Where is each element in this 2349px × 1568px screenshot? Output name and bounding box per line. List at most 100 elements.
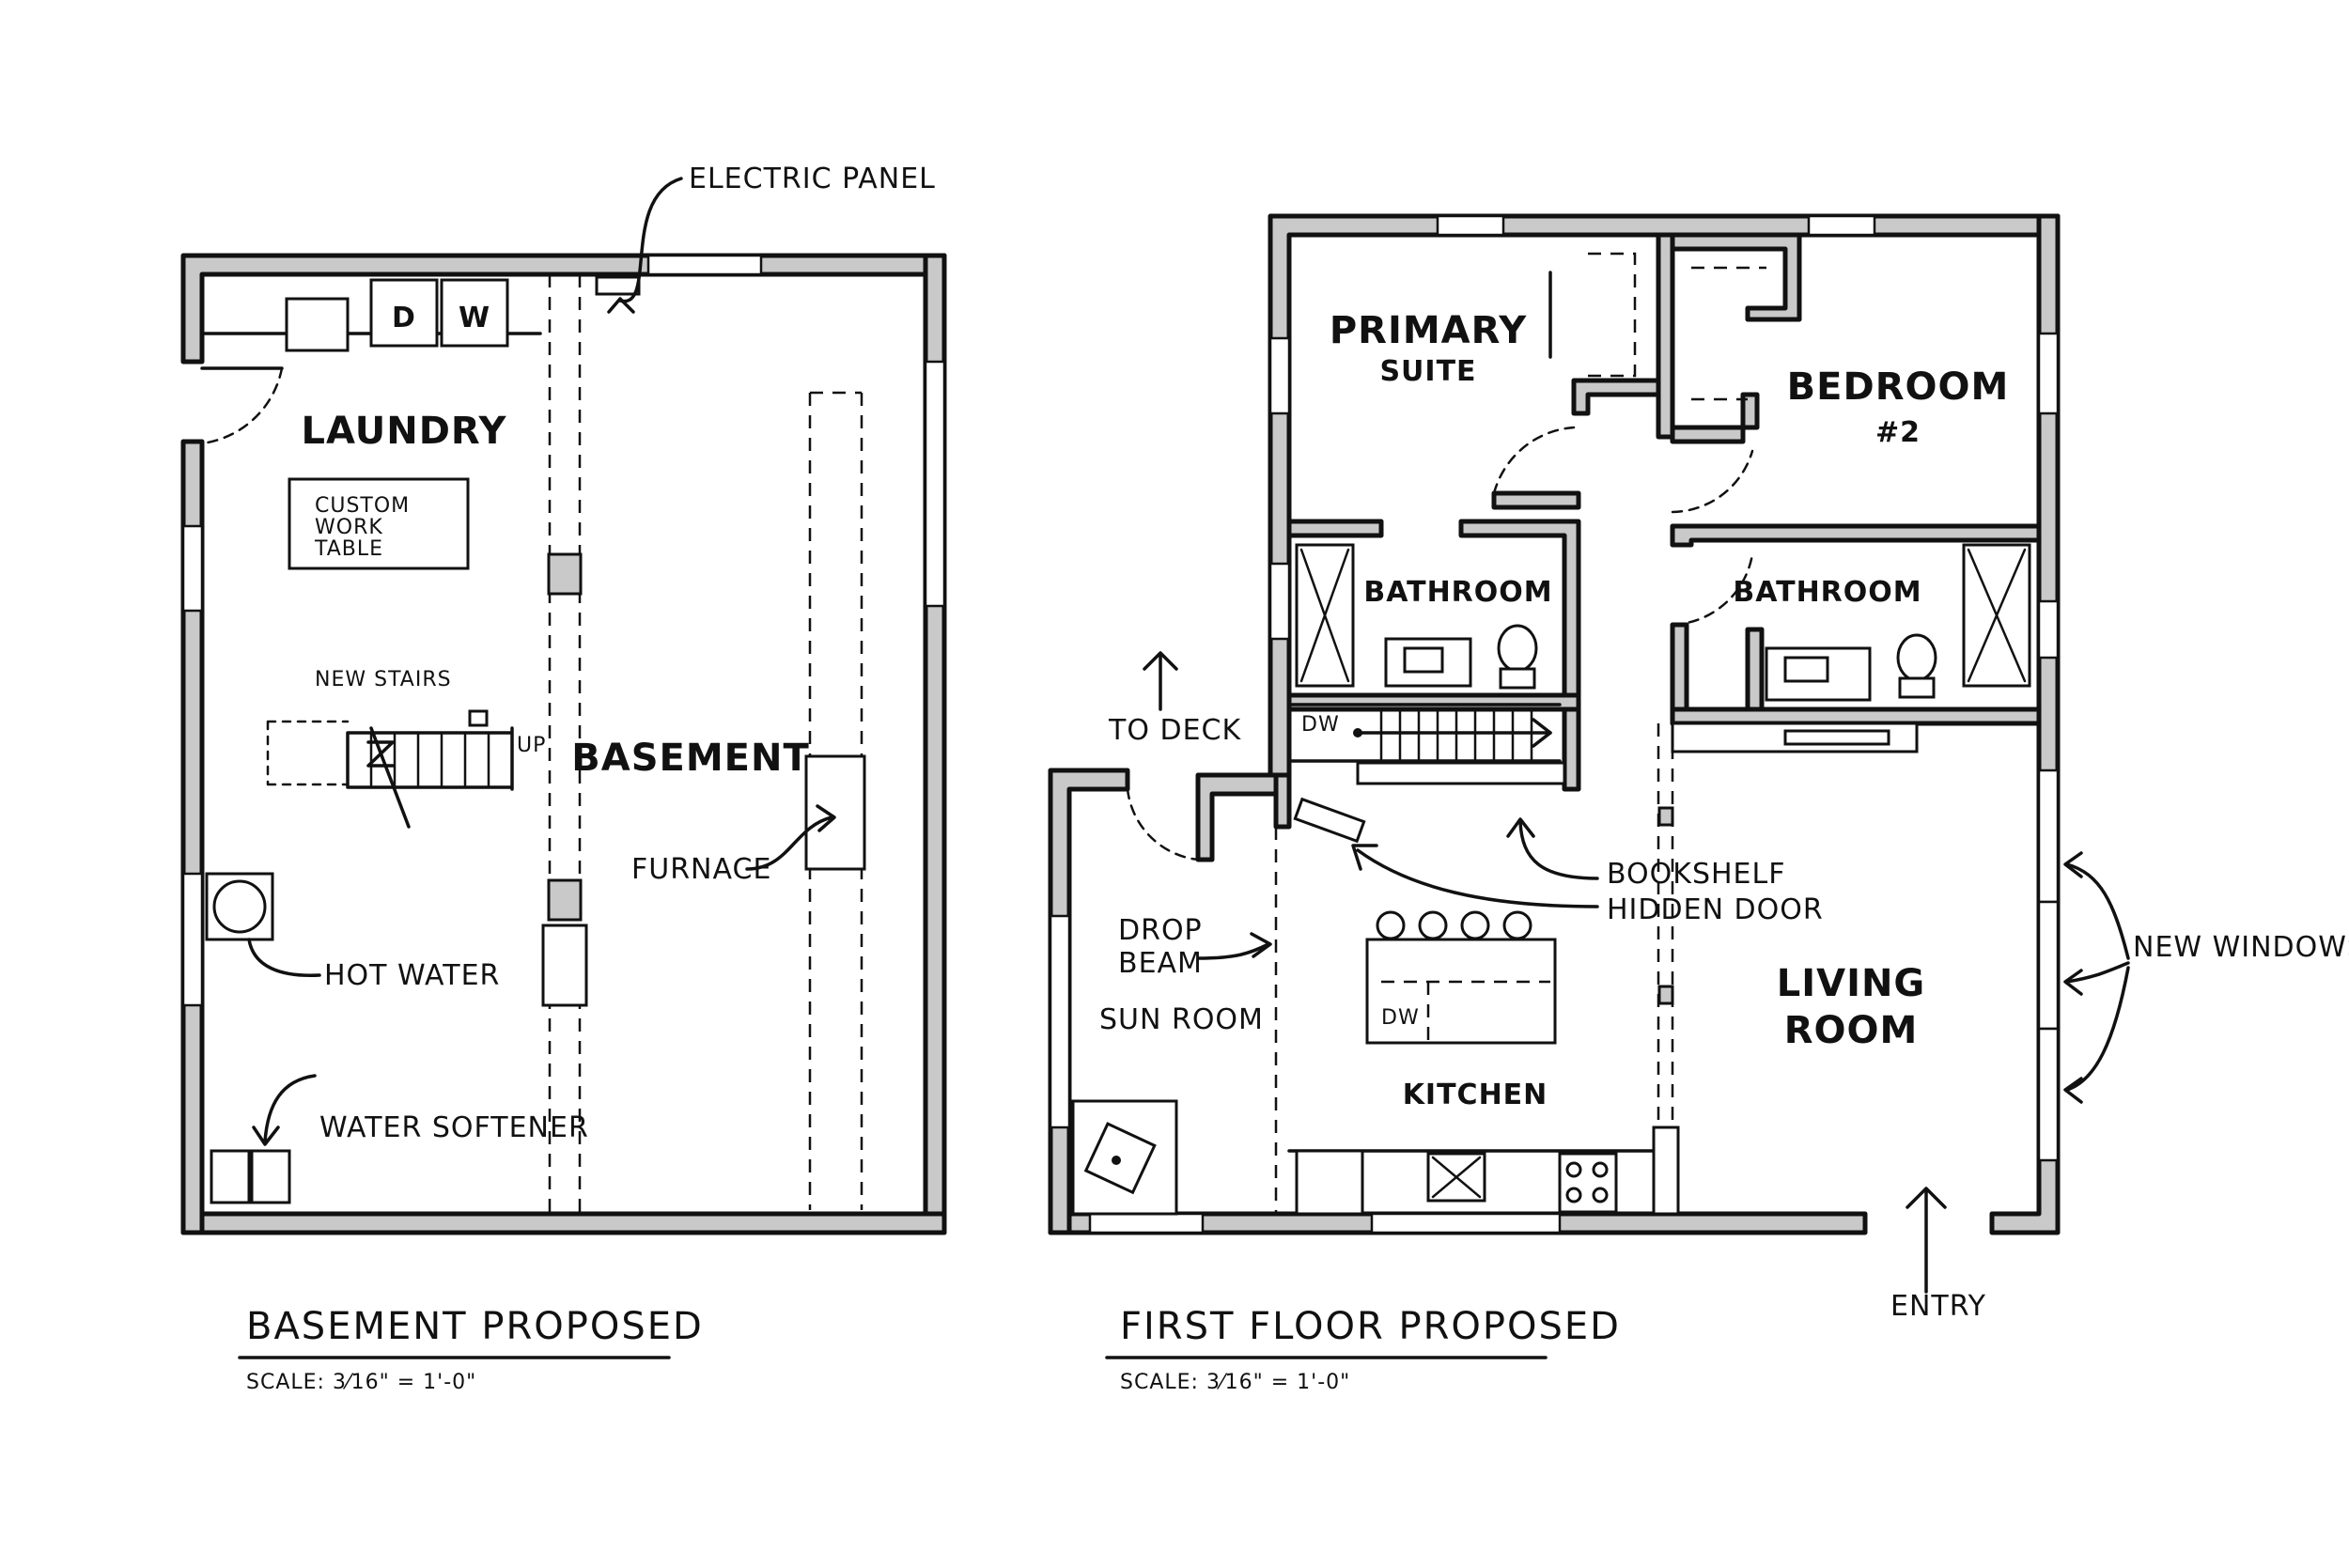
water-softener-arrow (252, 1126, 280, 1146)
stairs-up-label: UP (517, 734, 546, 757)
left-bath-wall (1286, 519, 1384, 538)
new-windows-leader-2 (2065, 961, 2130, 984)
sunroom-door-swing (1126, 787, 1200, 862)
kitchen-sink-x (1431, 1156, 1482, 1199)
drop-beam-line2: BEAM (1118, 947, 1203, 980)
basement-stairs (266, 709, 514, 829)
bookshelf-leader (1518, 820, 1599, 880)
basement-column-1 (547, 552, 583, 596)
bedroom-closet-wall (1670, 232, 1802, 322)
primary-door-swing (1492, 426, 1576, 495)
left-sink (1403, 646, 1444, 674)
hot-water-leader (247, 938, 321, 977)
bedroom-closet (1691, 266, 1766, 401)
stool-4 (1502, 910, 1532, 940)
primary-closet (1588, 252, 1637, 378)
sunroom-window-south (1088, 1212, 1205, 1234)
dryer (369, 278, 439, 348)
work-table-line3: TABLE (314, 537, 383, 561)
left-bath-top (1491, 490, 1581, 510)
dryer-label: D (392, 302, 416, 334)
ff-window-east-2 (2037, 599, 2060, 660)
drop-beam-leader (1196, 942, 1270, 960)
new-windows-arrow-1 (2063, 851, 2083, 878)
right-sink (1783, 656, 1829, 683)
stool-1 (1376, 910, 1406, 940)
washer (440, 278, 509, 348)
left-shower-diag (1299, 548, 1350, 683)
electric-panel (595, 275, 641, 296)
primary-closet-wall (1571, 378, 1661, 416)
water-softener-leader (263, 1074, 317, 1143)
left-toilet (1497, 624, 1538, 673)
work-table-line2: WORK (315, 516, 383, 539)
first-floor-scale: SCALE: 3⁄16" = 1'-0" (1120, 1371, 1350, 1394)
electric-panel-leader (618, 177, 683, 303)
basement-wall-south (180, 1211, 947, 1235)
new-windows-label: NEW WINDOWS (2133, 931, 2349, 964)
center-wall-vertical (1656, 232, 1675, 440)
laundry-label: LAUNDRY (302, 410, 507, 453)
island-dw-label: DW (1381, 1006, 1420, 1030)
sunroom-window-west (1049, 914, 1071, 1129)
water-softener-1 (210, 1149, 251, 1204)
furnace-label: FURNACE (631, 853, 771, 886)
water-softener-2 (250, 1149, 291, 1204)
custom-work-table (288, 477, 470, 570)
right-bath-wall-bottom (1670, 706, 2042, 726)
new-windows-arrow-3 (2063, 1077, 2083, 1104)
island-overhang (1381, 980, 1550, 1043)
entry-label: ENTRY (1890, 1290, 1986, 1323)
basement-beam-post (541, 924, 588, 1007)
furnace-arrow (816, 804, 836, 832)
living-post-1 (1657, 806, 1674, 827)
burner-3 (1565, 1187, 1582, 1203)
new-window-1 (2037, 768, 2060, 904)
sun-room-label: SUN ROOM (1099, 1003, 1264, 1036)
bookshelf-label: BOOKSHELF (1607, 858, 1785, 891)
first-floor-plan: PRIMARY SUITE BEDROOM #2 BATHROOM BATHRO… (1048, 213, 2349, 1394)
living-room-line1: LIVING (1777, 962, 1926, 1005)
right-bath-door-swing (1671, 552, 1754, 627)
living-post-2 (1657, 985, 1674, 1005)
basement-window-west-1 (181, 524, 204, 613)
bookshelf-arrow (1506, 817, 1535, 838)
kitchen-label: KITCHEN (1403, 1079, 1548, 1111)
primary-suite-line2: SUITE (1379, 355, 1476, 388)
right-toilet (1896, 633, 1937, 682)
electric-panel-label: ELECTRIC PANEL (689, 163, 936, 195)
basement-title: BASEMENT PROPOSED (246, 1305, 704, 1348)
basement-label: BASEMENT (571, 737, 809, 780)
ff-window-west-2 (1268, 562, 1291, 641)
living-post-3 (1652, 1126, 1680, 1216)
kitchen-island (1365, 938, 1557, 1045)
burner-2 (1592, 1161, 1609, 1178)
drop-beam-arrow (1250, 932, 1272, 958)
ff-window-north-2 (1807, 214, 1876, 237)
living-beam (1657, 723, 1674, 1146)
hidden-door-label: HIDDEN DOOR (1607, 893, 1824, 926)
sunroom-chair-dot (1112, 1156, 1121, 1165)
to-deck-arrow (1143, 651, 1178, 711)
basement-scale: SCALE: 3⁄16" = 1'-0" (246, 1371, 476, 1394)
new-window-2 (2037, 900, 2060, 1031)
washer-label: W (459, 302, 490, 334)
stool-3 (1460, 910, 1490, 940)
electric-panel-arrow (607, 297, 635, 314)
first-floor-title: FIRST FLOOR PROPOSED (1120, 1305, 1621, 1348)
primary-suite-line1: PRIMARY (1330, 309, 1527, 352)
ff-window-west-1 (1268, 336, 1291, 415)
water-softener-label: WATER SOFTENER (319, 1111, 589, 1144)
new-windows-leader-1 (2065, 862, 2130, 960)
first-floor-stairs (1290, 703, 1566, 785)
left-bath-wall-2 (1458, 519, 1581, 792)
furnace-leader (745, 815, 833, 871)
new-window-3 (2037, 1027, 2060, 1162)
left-toilet-tank (1499, 667, 1536, 690)
sunroom-divider (1273, 772, 1292, 830)
right-bath-stub (1745, 627, 1765, 712)
hidden-door-arrow (1351, 844, 1378, 871)
drop-beam-line1: DROP (1118, 914, 1203, 947)
right-shower-diag (1967, 548, 2027, 683)
